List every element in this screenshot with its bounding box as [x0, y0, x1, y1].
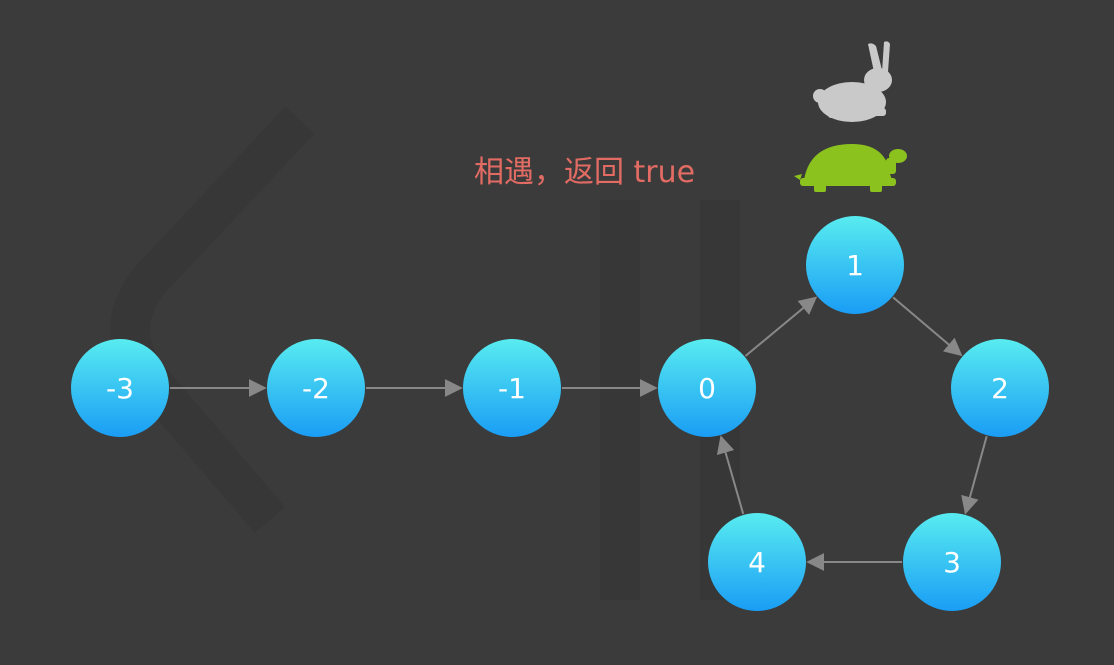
node-circle — [71, 339, 169, 437]
turtle-icon — [794, 144, 907, 192]
list-node: 4 — [708, 513, 806, 611]
nodes: -3 -2 -1 0 1 2 3 4 — [71, 216, 1049, 611]
node-label: -2 — [302, 372, 330, 405]
node-circle — [903, 513, 1001, 611]
list-node: 0 — [658, 339, 756, 437]
list-node: -2 — [267, 339, 365, 437]
watermark — [110, 106, 740, 600]
edge-arrow — [716, 435, 745, 515]
edge-arrow — [961, 435, 988, 515]
node-circle — [658, 339, 756, 437]
node-circle — [951, 339, 1049, 437]
node-circle — [806, 216, 904, 314]
node-label: 4 — [748, 546, 766, 579]
list-node: 3 — [903, 513, 1001, 611]
list-node: -1 — [463, 339, 561, 437]
edge-arrow — [744, 296, 818, 357]
node-circle — [267, 339, 365, 437]
node-circle — [463, 339, 561, 437]
node-label: 1 — [846, 249, 864, 282]
node-label: -3 — [106, 372, 134, 405]
node-circle — [708, 513, 806, 611]
list-node: 1 — [806, 216, 904, 314]
node-label: 2 — [991, 372, 1009, 405]
list-node: -3 — [71, 339, 169, 437]
meet-caption: 相遇，返回 true — [474, 155, 696, 190]
node-label: 3 — [943, 546, 961, 579]
rabbit-icon — [813, 41, 892, 122]
edges — [170, 296, 988, 571]
list-node: 2 — [951, 339, 1049, 437]
node-label: -1 — [498, 372, 526, 405]
edge-arrow — [892, 296, 963, 357]
node-label: 0 — [698, 372, 716, 405]
